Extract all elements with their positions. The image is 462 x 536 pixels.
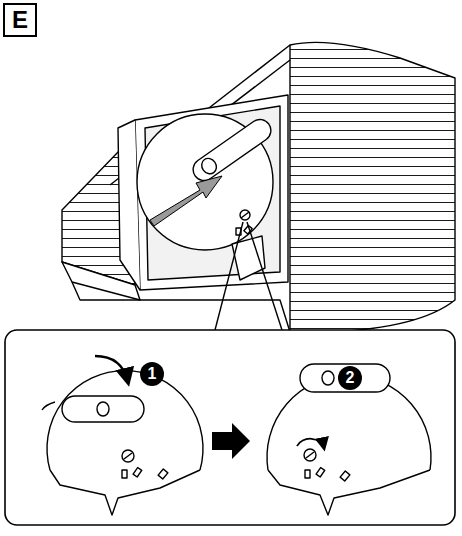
callout-number: 2: [338, 366, 362, 390]
section-letter: E: [12, 8, 28, 32]
callout-number: 1: [140, 362, 164, 386]
section-letter-box: E: [3, 3, 37, 37]
